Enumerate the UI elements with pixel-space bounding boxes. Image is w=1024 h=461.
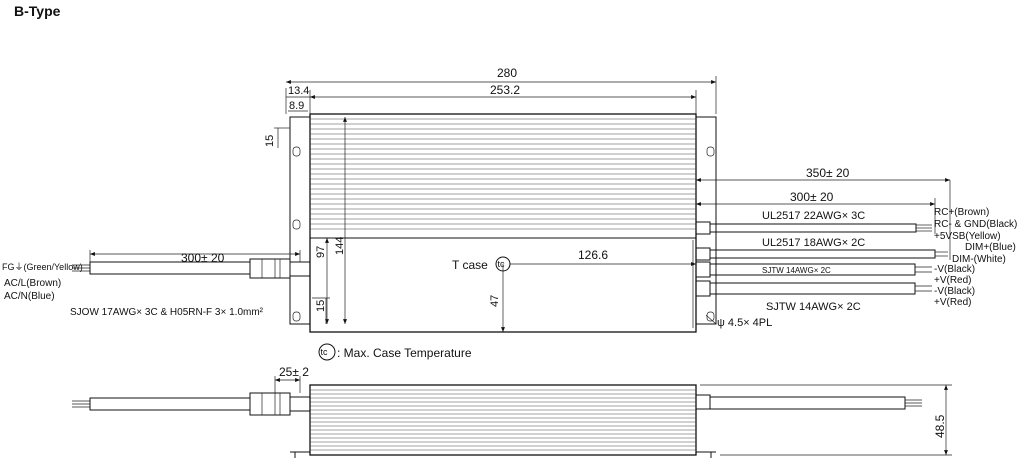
input-cable [72, 258, 311, 279]
mounting-slot [292, 146, 301, 157]
right-flange [696, 116, 717, 325]
output-cable-d: SJTW 14AWG× 2C [766, 301, 861, 313]
dim-300-right: 300± 20 [790, 190, 834, 204]
dim-144: 144 [334, 237, 346, 255]
mounting-slot [292, 219, 301, 230]
dim-253-2: 253.2 [490, 83, 520, 97]
mounting-slot [292, 311, 301, 322]
page-title: B-Type [14, 3, 61, 19]
dim-48-5: 48.5 [933, 414, 947, 438]
wire-v-red-2: +V(Red) [934, 297, 972, 308]
t-case-label: T case [452, 258, 488, 272]
wire-5vsb: +5VSB(Yellow) [934, 231, 1001, 242]
dim-126-6: 126.6 [578, 248, 608, 262]
wire-dim-minus: DIM-(White) [952, 254, 1006, 265]
wire-v-black-2: -V(Black) [934, 286, 975, 297]
dim-300-left: 300± 20 [181, 251, 225, 265]
output-cable-a: UL2517 22AWG× 3C [762, 210, 865, 222]
dim-15-top: 15 [264, 135, 276, 147]
case-side [309, 384, 697, 456]
input-acl-label: AC/L(Brown) [4, 278, 61, 289]
dim-8-9: 8.9 [289, 100, 304, 112]
top-view [289, 113, 717, 333]
dim-350: 350± 20 [806, 166, 850, 180]
dim-97: 97 [315, 246, 327, 258]
tc-marker-text: tc [498, 259, 506, 269]
output-cables [695, 221, 948, 297]
tc-legend-text: : Max. Case Temperature [337, 346, 472, 360]
mounting-hole-label: ψ 4.5× 4PL [717, 317, 772, 329]
mounting-slot [706, 146, 715, 157]
heatsink-fins [310, 118, 696, 230]
dim-13-4: 13.4 [288, 85, 309, 97]
output-cable-c: SJTW 14AWG× 2C [762, 266, 831, 275]
side-fins [310, 389, 696, 451]
wire-rc-gnd: RC- & GND(Black) [934, 219, 1017, 230]
wire-v-black-1: -V(Black) [934, 264, 975, 275]
input-fg-label: FG⏚(Green/Yellow) [2, 262, 83, 272]
tc-legend-icon [318, 343, 336, 361]
dim-15-bottom: 15 [315, 300, 327, 312]
tc-legend-symbol: tc [321, 347, 329, 357]
input-cable-label: SJOW 17AWG× 3C & H05RN-F 3× 1.0mm² [70, 307, 264, 318]
side-input-gland [249, 392, 291, 416]
input-acn-label: AC/N(Blue) [4, 291, 55, 302]
wire-v-red-1: +V(Red) [934, 275, 972, 286]
input-gland [249, 258, 291, 279]
dim-25: 25± 2 [279, 365, 309, 379]
side-view [72, 384, 922, 458]
dim-47: 47 [489, 295, 501, 307]
wire-rc-plus: RC+(Brown) [934, 207, 989, 218]
output-cable-b: UL2517 18AWG× 2C [762, 237, 865, 249]
mounting-slot [706, 311, 715, 322]
dim-280: 280 [497, 66, 517, 80]
left-flange [289, 116, 310, 325]
wire-dim-plus: DIM+(Blue) [965, 242, 1016, 253]
